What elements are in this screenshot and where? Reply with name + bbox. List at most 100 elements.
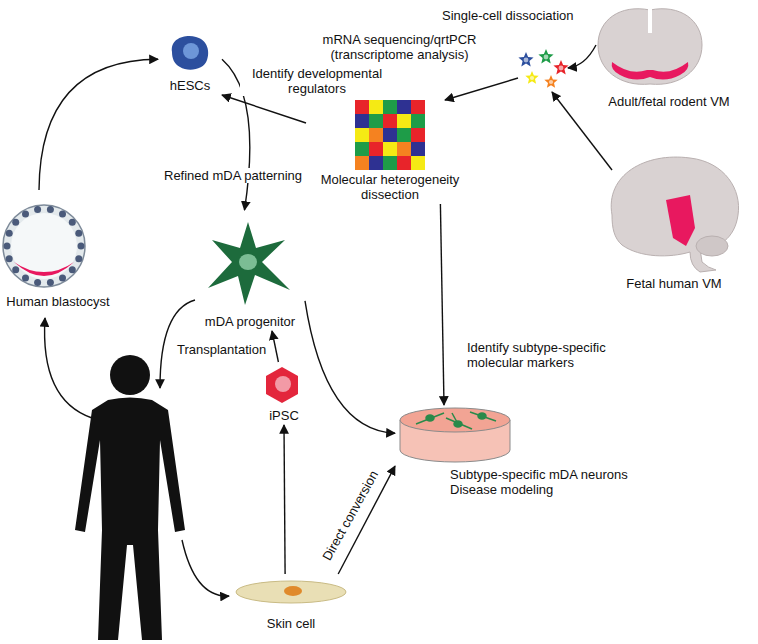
heatmap-cell — [383, 128, 397, 142]
connector-arrow — [440, 204, 444, 405]
node-label: mDA progenitor — [205, 314, 295, 329]
trophoblast-cell — [34, 206, 41, 213]
node-label: Subtype-specific mDA neurons — [450, 467, 628, 482]
hesc-cell — [172, 36, 208, 70]
heatmap-cell — [411, 156, 425, 170]
skin-cell — [236, 581, 346, 603]
rodent-brain-node: Adult/fetal rodent VM — [583, 2, 755, 111]
cell-shape — [525, 71, 538, 84]
node-label: Fetal human VM — [626, 276, 721, 291]
cell-shape — [538, 49, 553, 64]
progenitor-node: mDA progenitor — [195, 210, 305, 331]
heatmap-cell — [383, 142, 397, 156]
heatmap-cell — [355, 142, 369, 156]
ipsc-node: iPSC — [256, 362, 312, 425]
connector-arrow — [284, 425, 285, 574]
heatmap-cell — [355, 156, 369, 170]
ipsc-cell — [266, 367, 298, 403]
trophoblast-cell — [12, 219, 19, 226]
trophoblast-cell — [6, 230, 13, 237]
trophoblast-cell — [6, 255, 13, 262]
heatmap-cell — [369, 128, 383, 142]
heatmap-cell — [411, 114, 425, 128]
node-label: Human blastocyst — [6, 294, 109, 309]
edge-label: Direct conversion — [318, 466, 382, 565]
trophoblast-cell — [75, 255, 82, 262]
heatmap-cell — [397, 128, 411, 142]
hesc-node: hESCs — [158, 30, 222, 95]
connector-arrow — [222, 95, 306, 123]
heatmap-cell — [369, 156, 383, 170]
dissociated-cells — [518, 49, 568, 88]
trophoblast-cell — [22, 275, 29, 282]
embryo-arrow — [45, 318, 92, 418]
heatmap-cell — [411, 128, 425, 142]
sequencing-arrow — [445, 78, 518, 100]
annotation-label: Single-cell dissociation — [440, 8, 576, 23]
trophoblast-cell — [12, 266, 19, 273]
annotation-label: mRNA sequencing/qrtPCR (transcriptome an… — [300, 32, 499, 62]
trophoblast-cell — [75, 230, 82, 237]
heatmap-cell — [397, 114, 411, 128]
heatmap-cell — [369, 114, 383, 128]
cell-shape — [518, 52, 533, 67]
cell-nucleus — [559, 66, 564, 71]
cell-nucleus — [544, 55, 549, 60]
biopsy-arrow — [182, 540, 229, 596]
trophoblast-cell — [59, 275, 66, 282]
heatmap-cell — [355, 128, 369, 142]
culture-dish — [400, 408, 510, 462]
cell-nucleus — [524, 58, 529, 63]
mda-progenitor-cell — [208, 222, 290, 305]
trophoblast-cell — [47, 279, 54, 286]
heatmap-cell — [411, 100, 425, 114]
heatmap-cell — [369, 142, 383, 156]
trophoblast-cell — [59, 211, 66, 218]
dish-node: Subtype-specific mDA neuronsDisease mode… — [395, 405, 640, 499]
trophoblast-cell — [34, 279, 41, 286]
cell-nucleus — [549, 80, 553, 84]
heatmap-cell — [397, 100, 411, 114]
heatmap-cell — [355, 114, 369, 128]
connector-arrow — [39, 59, 158, 190]
trophoblast-cell — [78, 243, 85, 250]
skin-cell-node: Skin cell — [232, 574, 350, 633]
node-label: Skin cell — [267, 616, 315, 631]
heatmap-cell — [397, 156, 411, 170]
edge-label: Identify developmental regulators — [240, 66, 394, 96]
human-brain — [611, 157, 738, 272]
trophoblast-cell — [47, 206, 54, 213]
heatmap-cell — [369, 100, 383, 114]
blastocyst — [3, 205, 85, 287]
trophoblast-cell — [69, 266, 76, 273]
heatmap-cell — [411, 142, 425, 156]
node-label: hESCs — [170, 78, 210, 93]
rodent-brain — [598, 9, 702, 85]
connector-arrow — [305, 301, 395, 433]
layout-arrows — [45, 45, 612, 596]
edge-label: Identify subtype-specific molecular mark… — [465, 340, 639, 370]
heatmap-node: Molecular heterogeneity dissection — [306, 96, 474, 204]
node-label: iPSC — [269, 408, 299, 423]
trophoblast-cell — [22, 211, 29, 218]
heatmap-cell — [383, 100, 397, 114]
dissociation-arrow — [552, 92, 612, 170]
annotation-label: Transplantation — [175, 342, 268, 357]
heatmap-cell — [355, 100, 369, 114]
connector-arrow — [272, 331, 278, 362]
human-brain-node: Fetal human VM — [598, 150, 750, 293]
heatmap-cell — [397, 142, 411, 156]
heatmap-cell — [383, 114, 397, 128]
edge-label: Refined mDA patterning — [162, 168, 304, 183]
trophoblast-cell — [4, 243, 11, 250]
cell-shape — [544, 75, 557, 88]
heatmap-cell — [383, 156, 397, 170]
node-label: Adult/fetal rodent VM — [608, 94, 729, 109]
cell-shape — [553, 60, 568, 75]
human-figure — [75, 355, 185, 640]
blastocyst-node: Human blastocyst — [2, 190, 114, 311]
dissociation-arrow — [568, 45, 596, 68]
cell-nucleus — [530, 76, 534, 80]
node-label: Molecular heterogeneity dissection — [306, 172, 474, 202]
